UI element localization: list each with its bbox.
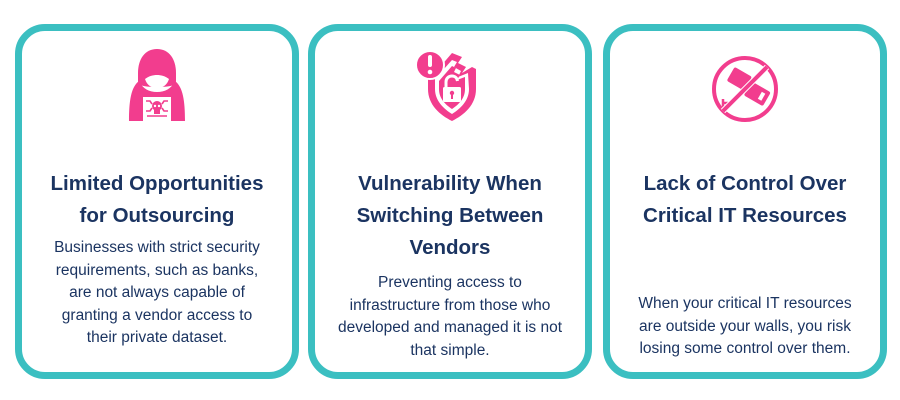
desc-line: Preventing access to <box>378 274 522 291</box>
desc-line: Businesses with strict security <box>54 239 260 256</box>
title-line: Switching Between <box>356 204 544 227</box>
desc-line: requirements, such as banks, <box>55 261 259 279</box>
desc-line: infrastructure from those who <box>349 296 551 314</box>
title-line: for Outsourcing <box>79 204 235 227</box>
desc-line: losing some control over them. <box>639 340 851 357</box>
desc-line: are outside your walls, you risk <box>639 317 851 335</box>
card-title: Limited Opportunities for Outsourcing <box>22 168 292 232</box>
card-limited-opportunities: Limited Opportunities for Outsourcing Bu… <box>15 24 299 379</box>
desc-line: are not always capable of <box>69 284 245 301</box>
title-line: Vulnerability When <box>358 172 542 195</box>
desc-line: that simple. <box>410 341 490 359</box>
title-line: Critical IT Resources <box>643 204 847 227</box>
hooded-hacker-icon <box>117 45 197 125</box>
desc-line: their private dataset. <box>86 329 228 346</box>
card-title: Lack of Control Over Critical IT Resourc… <box>610 168 880 232</box>
card-description: Businesses with strict security requirem… <box>22 237 292 350</box>
card-description: Preventing access to infrastructure from… <box>315 272 585 362</box>
desc-line: When your critical IT resources <box>638 295 852 312</box>
card-lack-of-control: Lack of Control Over Critical IT Resourc… <box>603 24 887 379</box>
card-title: Vulnerability When Switching Between Ven… <box>315 168 585 264</box>
title-line: Limited Opportunities <box>50 172 264 195</box>
title-line: Lack of Control Over <box>643 172 847 195</box>
no-camera-icon <box>705 45 785 125</box>
broken-shield-unlocked-icon <box>410 45 490 125</box>
title-line: Vendors <box>409 236 491 259</box>
desc-line: granting a vendor access to <box>61 306 253 324</box>
desc-line: developed and managed it is not <box>337 319 563 336</box>
card-vulnerability-switching: Vulnerability When Switching Between Ven… <box>308 24 592 379</box>
card-description: When your critical IT resources are outs… <box>610 293 880 361</box>
